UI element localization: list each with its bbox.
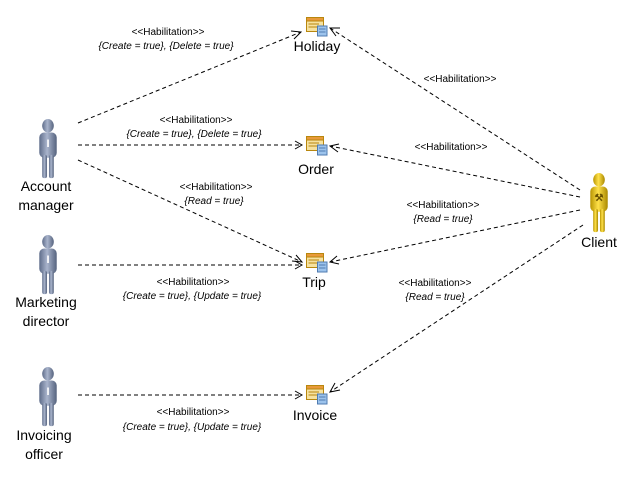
entity-invoice[interactable]: Invoice [293,385,338,424]
link-am-trip [77,159,303,263]
link-labels: <<Habilitation>> {Create = true}, {Delet… [98,27,496,433]
entity-holiday[interactable]: Holiday [294,17,341,55]
link-cl-order [329,145,581,198]
actor-invoicing-officer[interactable]: I Invoicing officer [16,366,72,462]
arrowhead-io-invoice [294,390,304,400]
stereotype-am-order: <<Habilitation>> [160,115,233,126]
actor-label-line2: director [23,313,70,329]
constraint-am-order: {Create = true}, {Delete = true} [126,129,262,140]
person-icon: I [39,234,57,295]
actor-label-line1: Account [21,178,72,194]
entity-trip[interactable]: Trip [302,253,328,291]
svg-text:I: I [46,138,49,150]
arrowhead-cl-trip [328,255,340,265]
entity-icon [306,385,328,405]
actor-label-client: Client [581,234,617,250]
arrowhead-cl-holiday [329,27,340,37]
actor-label-line1: Marketing [15,294,76,310]
arrowhead-md-trip [294,260,304,270]
stereotype-md-trip: <<Habilitation>> [157,277,230,288]
arrowhead-cl-order [328,143,340,153]
actor-label-line2: officer [25,446,63,462]
constraint-md-trip: {Create = true}, {Update = true} [123,291,262,302]
entity-order[interactable]: Order [298,136,334,178]
constraint-cl-invoice: {Read = true} [405,292,465,303]
constraint-am-holiday: {Create = true}, {Delete = true} [98,41,234,52]
actor-label-line2: manager [18,197,74,213]
actor-marketing-director[interactable]: I Marketing director [15,234,77,329]
entity-icon [306,136,328,156]
constraint-am-trip: {Read = true} [184,196,244,207]
arrowhead-cl-invoice [329,382,341,393]
person-icon: I [39,118,57,179]
entity-label-invoice: Invoice [293,407,338,423]
svg-text:I: I [46,386,49,398]
stereotype-am-trip: <<Habilitation>> [180,182,253,193]
link-cl-holiday [329,27,581,191]
person-icon: ⚒ [590,172,608,233]
stereotype-am-holiday: <<Habilitation>> [132,27,205,38]
entity-icon [306,253,328,273]
entity-icon [306,17,328,37]
svg-text:I: I [46,254,49,266]
arrowheads [290,27,341,400]
actor-label-line1: Invoicing [16,427,71,443]
entity-label-holiday: Holiday [294,38,341,54]
arrowhead-am-order [294,140,304,150]
entity-label-order: Order [298,161,334,177]
stereotype-cl-trip: <<Habilitation>> [407,200,480,211]
entity-label-trip: Trip [302,274,326,290]
link-cl-trip [329,209,581,263]
actor-account-manager[interactable]: I Account manager [18,118,74,213]
arrowhead-am-holiday [290,30,303,40]
stereotype-cl-holiday: <<Habilitation>> [424,74,497,85]
arrowhead-am-trip [291,254,304,263]
link-am-holiday [77,31,302,124]
actor-client[interactable]: ⚒ Client [581,172,617,250]
links [77,27,584,396]
constraint-io-invoice: {Create = true}, {Update = true} [123,422,262,433]
constraint-cl-trip: {Read = true} [413,214,473,225]
stereotype-cl-invoice: <<Habilitation>> [399,278,472,289]
svg-text:⚒: ⚒ [595,193,604,204]
stereotype-cl-order: <<Habilitation>> [415,142,488,153]
person-icon: I [39,366,57,427]
link-cl-invoice [329,224,584,393]
stereotype-io-invoice: <<Habilitation>> [157,407,230,418]
